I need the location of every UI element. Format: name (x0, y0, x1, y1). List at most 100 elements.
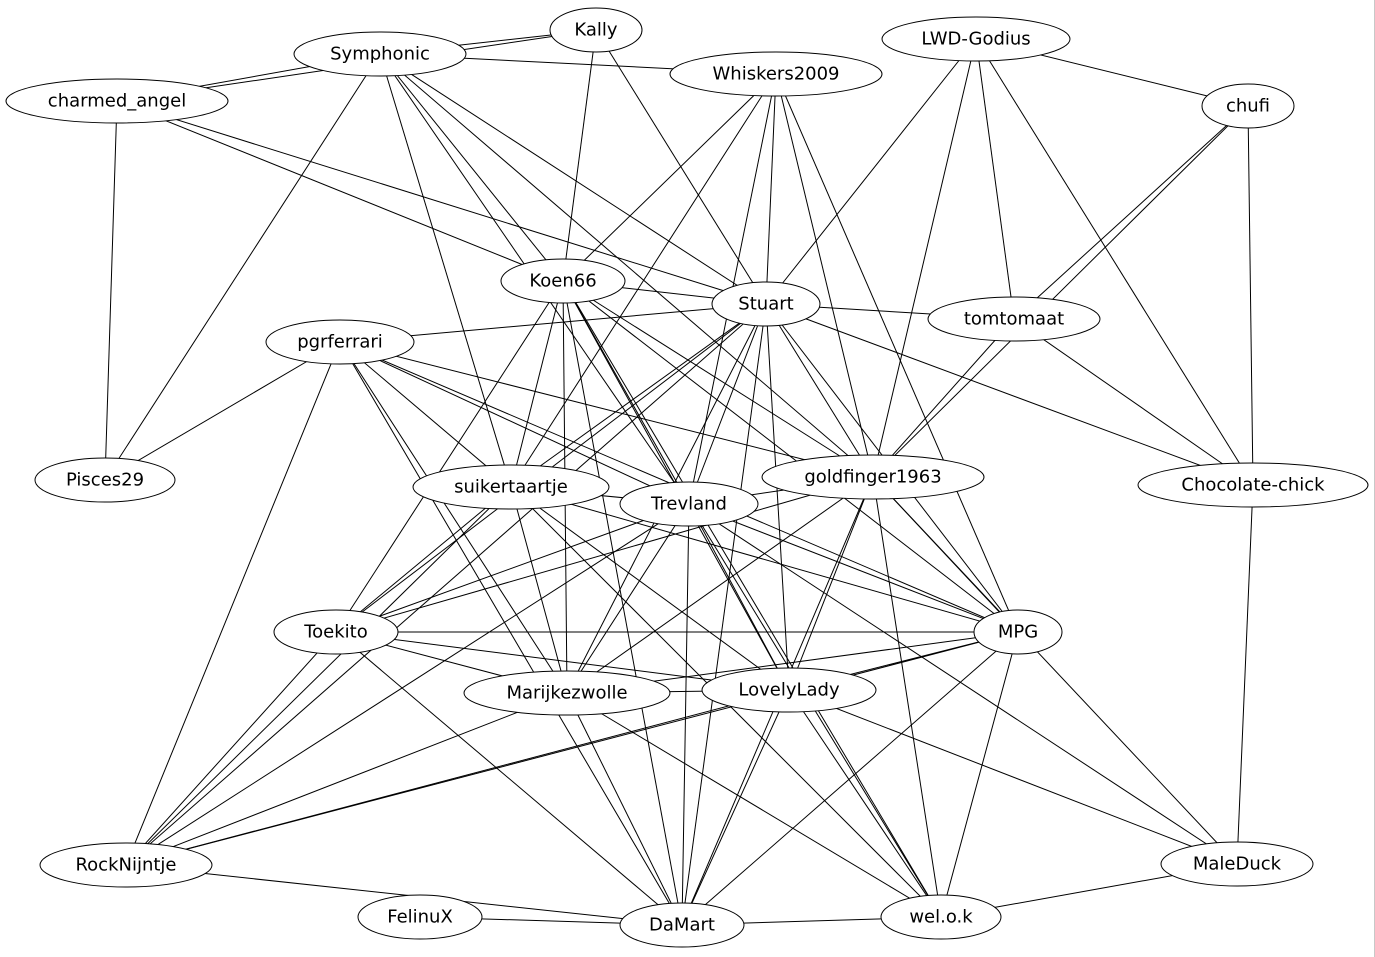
edge-lovelylady-rocknijntje (125, 689, 790, 866)
node-label: Stuart (738, 294, 793, 315)
edge-stuart-suikertaartje (510, 303, 767, 488)
node-ellipse (463, 670, 671, 716)
edge-lwd-godius-stuart (765, 38, 977, 305)
node-label: RockNijntje (75, 855, 176, 876)
node-ellipse (1160, 841, 1314, 887)
node-chufi: chufi (1201, 83, 1295, 129)
edge-pgrferrari-rocknijntje (125, 341, 341, 866)
edge-charmed-angel-pisces29 (104, 100, 118, 481)
edge-koen66-damart (562, 280, 683, 926)
edge-koen66-toekito (335, 280, 564, 633)
node-damart: DaMart (619, 902, 745, 948)
node-ellipse (265, 319, 415, 365)
edge-lwd-godius-goldfinger1963 (872, 38, 977, 478)
edge-symphonic-pisces29 (104, 53, 381, 481)
node-ellipse (273, 609, 399, 655)
edge-pgrferrari-damart (339, 341, 683, 926)
edge-trevland-toekito (335, 503, 690, 633)
edge-chufi-goldfinger1963 (872, 105, 1249, 478)
node-ellipse (881, 16, 1071, 62)
edge-trevland-rocknijntje (125, 503, 690, 866)
node-label: Marijkezwolle (506, 683, 627, 704)
node-ellipse (34, 457, 176, 503)
node-ellipse (357, 894, 483, 940)
node-ellipse (669, 51, 883, 97)
node-ellipse (927, 296, 1101, 342)
edge-trevland-maleduck (688, 503, 1238, 865)
node-label: Koen66 (529, 271, 596, 292)
edge-chufi-tomtomaat (1013, 105, 1249, 320)
edge-whiskers2009-stuart (765, 73, 777, 305)
edge-stuart-goldfinger1963 (765, 303, 874, 478)
node-suikertaartje: suikertaartje (412, 464, 610, 510)
edge-symphonic-suikertaartje (379, 53, 512, 488)
edge-trevland-marijkezwolle (566, 503, 690, 694)
node-ellipse (711, 281, 821, 327)
edge-lwd-godius-chocolate-chick (975, 38, 1254, 486)
nodes-layer: SymphonicKallycharmed_angelWhiskers2009L… (5, 7, 1369, 948)
edge-goldfinger1963-wel-o-k (872, 476, 942, 918)
edge-trevland-damart (681, 503, 690, 926)
node-ellipse (5, 78, 229, 124)
node-ellipse (293, 31, 467, 77)
edge-trevland-mpg (688, 503, 1019, 633)
node-label: MaleDuck (1193, 854, 1282, 875)
edge-symphonic-stuart (379, 53, 767, 305)
edge-charmed-angel-stuart (116, 100, 767, 305)
node-label: Whiskers2009 (712, 64, 839, 85)
edge-stuart-lovelylady (765, 303, 790, 691)
edge-stuart-damart (681, 303, 767, 926)
node-wel-o-k: wel.o.k (880, 894, 1002, 940)
edge-suikertaartje-lovelylady (510, 486, 790, 691)
node-charmed-angel: charmed_angel (5, 78, 229, 124)
node-ellipse (619, 902, 745, 948)
node-rocknijntje: RockNijntje (39, 842, 213, 888)
node-ellipse (549, 7, 643, 53)
node-label: pgrferrari (297, 332, 383, 353)
edge-chocolate-chick-maleduck (1236, 484, 1254, 865)
edge-whiskers2009-suikertaartje (510, 73, 777, 488)
node-label: Chocolate-chick (1181, 475, 1325, 496)
node-ellipse (412, 464, 610, 510)
edge-goldfinger1963-marijkezwolle (566, 476, 874, 694)
node-label: MPG (998, 622, 1038, 643)
node-ellipse (701, 667, 877, 713)
node-label: tomtomaat (964, 309, 1064, 330)
edge-goldfinger1963-lovelylady (788, 476, 874, 691)
edge-toekito-damart (335, 631, 683, 926)
node-label: Pisces29 (66, 470, 144, 491)
edge-lovelylady-wel-o-k (788, 689, 942, 918)
edge-suikertaartje-toekito (335, 486, 512, 633)
edge-stuart-rocknijntje (125, 303, 767, 866)
node-felinux: FelinuX (357, 894, 483, 940)
node-label: charmed_angel (48, 91, 186, 112)
node-goldfinger1963: goldfinger1963 (761, 454, 985, 500)
edge-stuart-trevland (688, 303, 767, 505)
node-ellipse (500, 258, 626, 304)
edge-symphonic-koen66 (379, 53, 564, 282)
edge-whiskers2009-koen66 (562, 73, 777, 282)
edge-goldfinger1963-toekito (335, 476, 874, 633)
node-label: wel.o.k (909, 907, 973, 928)
edge-goldfinger1963-maleduck (872, 476, 1238, 865)
edge-lwd-godius-tomtomaat (975, 38, 1015, 320)
node-marijkezwolle: Marijkezwolle (463, 670, 671, 716)
node-label: LovelyLady (738, 680, 840, 701)
edge-pgrferrari-trevland (339, 341, 690, 505)
edge-stuart-chocolate-chick (765, 303, 1254, 486)
node-pgrferrari: pgrferrari (265, 319, 415, 365)
node-ellipse (39, 842, 213, 888)
edge-trevland-lovelylady (688, 503, 790, 691)
node-label: Symphonic (330, 44, 430, 65)
node-lovelylady: LovelyLady (701, 667, 877, 713)
node-ellipse (761, 454, 985, 500)
edge-charmed-angel-koen66 (116, 100, 564, 282)
edge-koen66-goldfinger1963 (562, 280, 874, 478)
edge-pgrferrari-goldfinger1963 (339, 341, 874, 478)
node-tomtomaat: tomtomaat (927, 296, 1101, 342)
edge-whiskers2009-goldfinger1963 (775, 73, 874, 478)
node-label: DaMart (649, 915, 715, 936)
node-ellipse (880, 894, 1002, 940)
node-maleduck: MaleDuck (1160, 841, 1314, 887)
